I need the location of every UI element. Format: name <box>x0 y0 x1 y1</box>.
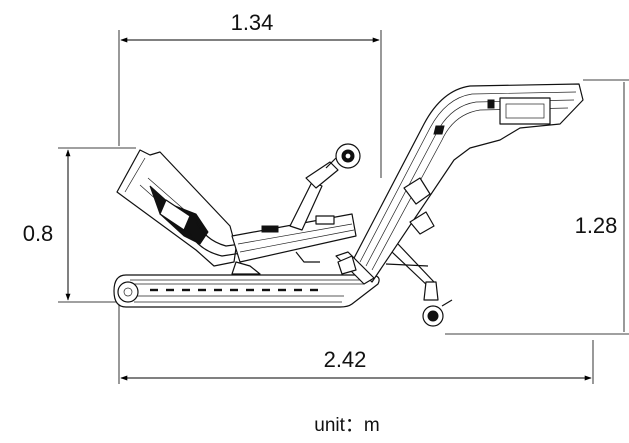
arm-assembly <box>289 143 361 231</box>
unit-label: unit：m <box>314 415 379 436</box>
bottom-length-label: 2.42 <box>324 347 367 372</box>
extension-lines <box>58 30 629 384</box>
left-height-label: 0.8 <box>23 221 54 246</box>
left-conveyor-module <box>116 149 353 267</box>
right-height-label: 1.28 <box>575 213 618 238</box>
middle-chassis <box>231 213 357 275</box>
machine-illustration <box>113 83 584 327</box>
inclined-conveyor <box>335 83 584 285</box>
support-legs <box>385 243 453 327</box>
crawler-track <box>113 274 380 308</box>
top-width-label: 1.34 <box>231 10 274 35</box>
